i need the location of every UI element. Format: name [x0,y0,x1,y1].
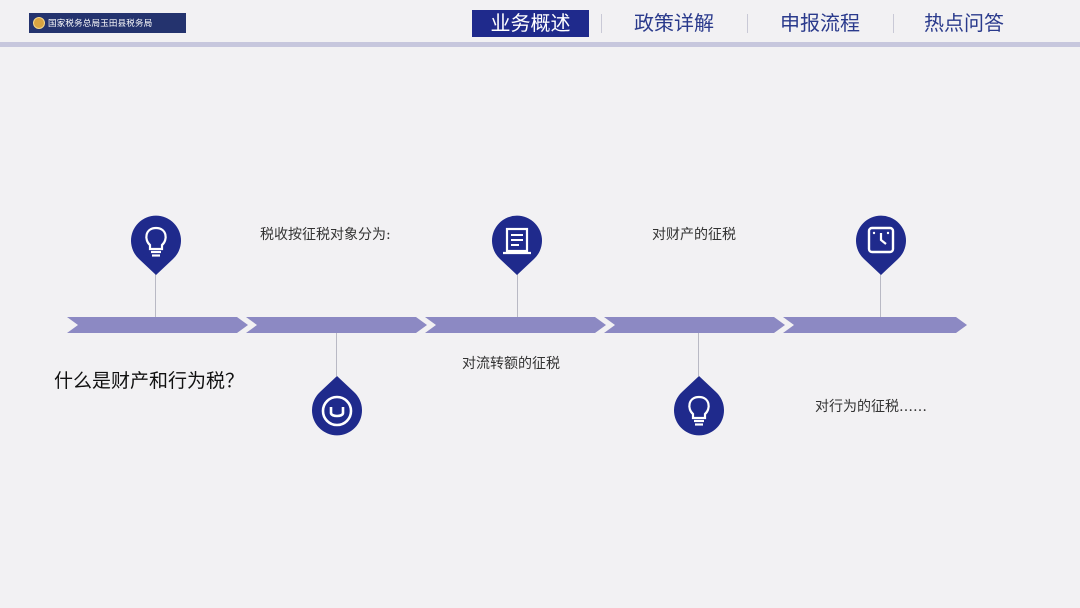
nav-separator [893,14,894,33]
nav-separator [747,14,748,33]
label-classification: 税收按征税对象分为: [260,227,391,243]
timeline-arrow-1 [67,317,248,333]
label-turnover-tax: 对流转额的征税 [462,356,560,372]
timeline-pin-4 [673,376,725,436]
tax-bureau-logo: 国家税务总局玉田县税务局 [29,13,186,33]
label-property-tax: 对财产的征税 [652,227,736,243]
tab-policy-details[interactable]: 政策详解 [634,11,714,35]
timeline-arrow-4 [604,317,785,333]
emblem-icon [33,17,45,29]
section-question: 什么是财产和行为税？ [54,370,245,392]
timeline-arrow-5 [783,317,967,333]
timeline-pin-5 [855,215,907,275]
document-icon [492,215,542,275]
header-divider-bar [0,42,1080,47]
tab-business-overview[interactable]: 业务概述 [472,10,589,37]
timeline-arrow-2 [246,317,427,333]
stem-5 [880,274,881,317]
label-behavior-tax: 对行为的征税…… [815,399,927,415]
stem-4 [698,333,699,376]
stem-2 [336,333,337,376]
lightbulb-icon [674,376,724,436]
timeline-pin-1 [130,215,182,275]
stem-1 [155,274,156,317]
timeline-pin-2 [311,376,363,436]
lightbulb-icon [131,215,181,275]
tab-filing-process[interactable]: 申报流程 [780,11,860,35]
tab-hot-qa[interactable]: 热点问答 [924,11,1004,35]
stem-3 [517,274,518,317]
timeline-pin-3 [491,215,543,275]
circle-badge-icon [312,376,362,436]
timeline-arrow-3 [425,317,606,333]
nav-separator [601,14,602,33]
clock-icon [856,215,906,275]
logo-text: 国家税务总局玉田县税务局 [48,19,153,29]
